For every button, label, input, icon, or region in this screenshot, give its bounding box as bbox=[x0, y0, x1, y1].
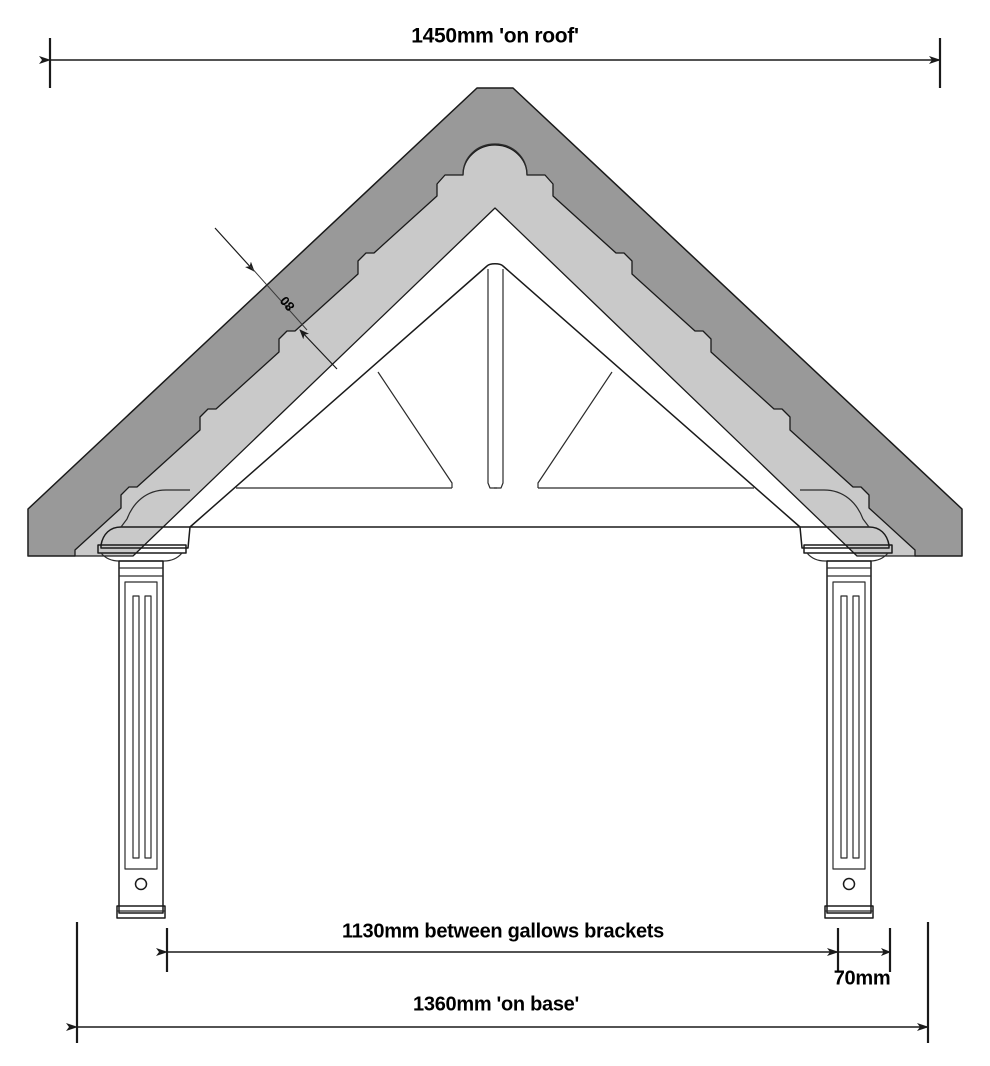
truss-outline bbox=[189, 263, 801, 528]
left-post-flute-2 bbox=[144, 595, 152, 859]
roof-assembly bbox=[27, 87, 963, 557]
dimension-post-width-70: 70mm bbox=[834, 928, 892, 989]
left-strut bbox=[377, 371, 453, 488]
dimension-arrow-upper bbox=[214, 227, 255, 272]
dimension-label-post-width: 70mm bbox=[834, 967, 891, 989]
king-post-left-face bbox=[487, 269, 497, 489]
right-post-panel bbox=[832, 581, 866, 870]
dimension-label-between-brackets: 1130mm between gallows brackets bbox=[342, 920, 664, 942]
dimension-top-1450: 1450mm 'on roof' bbox=[39, 25, 942, 88]
right-post-flute-2 bbox=[852, 595, 860, 859]
dimension-label-bottom: 1360mm 'on base' bbox=[413, 993, 579, 1015]
left-post-assembly bbox=[97, 544, 187, 919]
right-post-base bbox=[824, 905, 874, 919]
ridge-cap bbox=[462, 143, 528, 176]
dimension-arrow-lower bbox=[299, 329, 338, 370]
right-gallows-bracket bbox=[799, 526, 890, 549]
left-post-base bbox=[116, 905, 166, 919]
right-post-bolt-hole bbox=[842, 877, 856, 891]
right-strut bbox=[537, 371, 613, 488]
right-post-flute-1 bbox=[840, 595, 848, 859]
dimension-between-brackets-1130: 1130mm between gallows brackets bbox=[156, 920, 840, 972]
right-post-shaft bbox=[826, 560, 872, 914]
right-post-assembly bbox=[803, 544, 893, 919]
dimension-label-top: 1450mm 'on roof' bbox=[411, 25, 578, 48]
left-post-flute-1 bbox=[132, 595, 140, 859]
right-bracket-curve bbox=[800, 489, 870, 528]
left-post-panel bbox=[124, 581, 158, 870]
left-post-shaft bbox=[118, 560, 164, 914]
roof-underlayer-light bbox=[74, 144, 916, 557]
left-post-capital bbox=[97, 544, 187, 554]
right-post-capital bbox=[803, 544, 893, 554]
left-bracket-curve bbox=[120, 489, 190, 528]
left-gallows-bracket bbox=[100, 526, 191, 549]
dimension-witness-line bbox=[249, 265, 308, 331]
king-post-right-face bbox=[494, 269, 504, 489]
dimension-bottom-1360: 1360mm 'on base' bbox=[66, 922, 930, 1043]
left-post-bolt-hole bbox=[134, 877, 148, 891]
king-post-truss bbox=[100, 263, 890, 549]
